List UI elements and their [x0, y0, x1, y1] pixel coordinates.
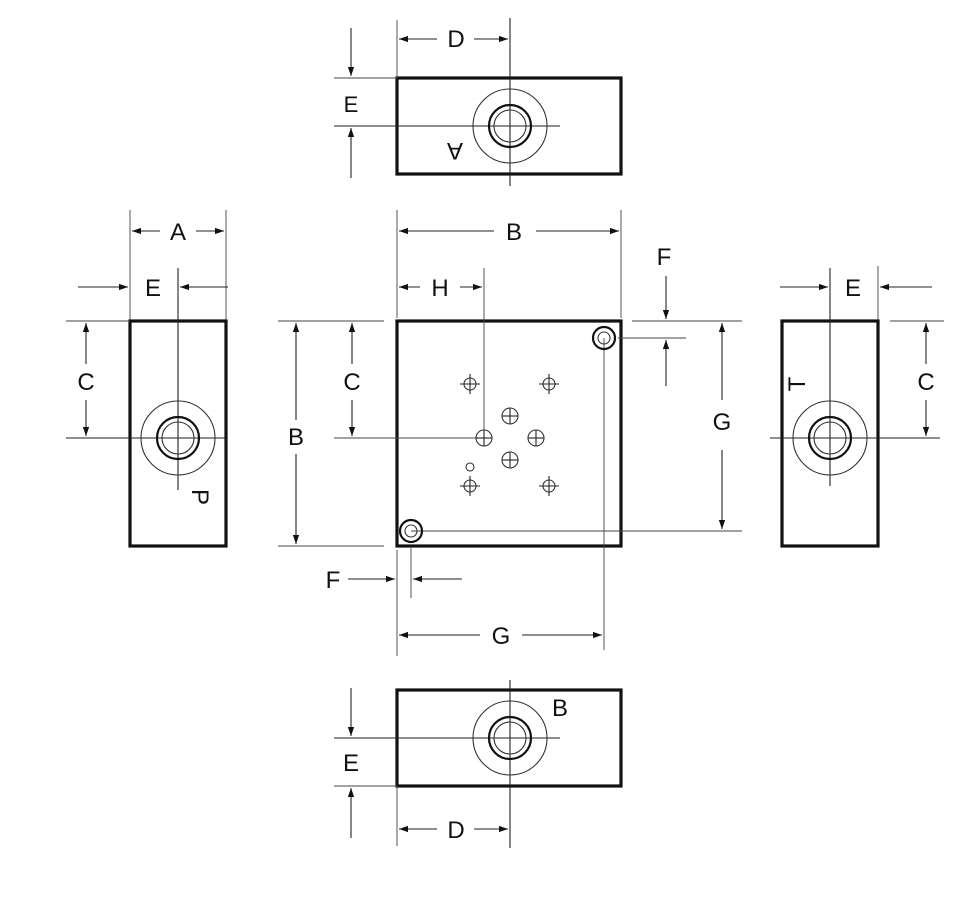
main-view-dim-b-height: B — [288, 424, 304, 451]
top-view-port-label: A — [447, 137, 463, 164]
bottom-view-dim-d: D — [447, 817, 464, 844]
bottom-view-dim-e: E — [343, 750, 359, 777]
main-view-dim-c: C — [343, 369, 360, 396]
main-view-port-pattern — [460, 374, 559, 496]
main-view-outline — [395, 319, 623, 548]
main-view-dim-h: H — [431, 275, 448, 302]
main-view-dim-b-width: B — [506, 219, 522, 246]
top-view-dim-d: D — [447, 26, 464, 53]
right-view-dim-e: E — [845, 275, 861, 302]
left-view-dim-e: E — [145, 275, 161, 302]
right-view-port-outer-ring — [792, 400, 868, 476]
left-view-dim-a: A — [170, 219, 186, 246]
main-view-dim-g-vertical: G — [713, 409, 732, 436]
left-view-port-outer-ring — [140, 400, 216, 476]
bottom-view-port-outer-ring — [472, 700, 548, 776]
bottom-view-port-thread — [487, 715, 533, 761]
main-view-corner-hole-bottom-left — [398, 518, 424, 544]
bottom-view-port-label: B — [552, 695, 568, 722]
top-view: D E A — [334, 18, 623, 186]
right-view-dim-c: C — [917, 369, 934, 396]
left-view-port-thread — [155, 415, 201, 461]
top-view-port-outer-ring — [472, 88, 548, 164]
bottom-view: E D B — [334, 680, 623, 848]
main-view-dim-g-horizontal: G — [492, 623, 511, 650]
main-view-dim-f-bottom: F — [326, 567, 341, 594]
top-view-dim-e: E — [344, 92, 359, 117]
top-view-port-thread — [487, 103, 533, 149]
main-view-dim-f-top: F — [657, 244, 672, 271]
right-view-port-thread — [807, 415, 853, 461]
left-view-dim-c: C — [77, 369, 94, 396]
main-view-corner-hole-top-right — [591, 325, 617, 351]
right-view-port-label: T — [784, 376, 811, 391]
left-view-port-label: P — [186, 489, 213, 505]
right-view: E C T — [770, 266, 944, 548]
main-view: B H B C F G F G — [278, 210, 742, 656]
left-view: A E C P — [66, 210, 228, 548]
